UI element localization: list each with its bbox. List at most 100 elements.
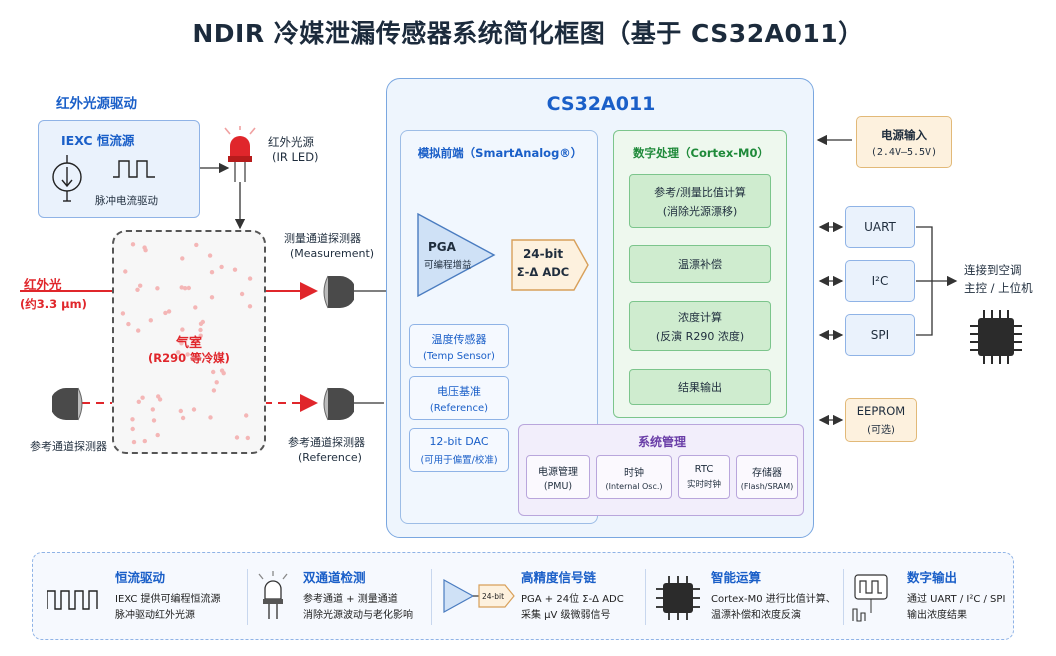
ir-light-wavelength: (约3.3 μm) xyxy=(20,297,87,311)
host-chip-icon xyxy=(970,310,1022,364)
gas-particle xyxy=(180,256,185,261)
ref-det-label-cn: 参考通道探测器 xyxy=(288,436,365,449)
gas-particle xyxy=(194,242,199,248)
legend-item-4: 智能运算 Cortex-M0 进行比值计算、 温漂补偿和浓度反演 xyxy=(711,567,836,624)
signal-chain-legend-icon: 24-bit xyxy=(443,579,515,613)
gas-particle xyxy=(156,394,161,399)
clock-line1: 时钟 xyxy=(624,467,644,479)
gas-particle xyxy=(176,350,181,355)
chamber-label: 气室 xyxy=(175,336,202,351)
gas-particle xyxy=(214,380,219,385)
gas-particle xyxy=(179,285,184,290)
digital-title: 数字处理（Cortex-M0） xyxy=(633,146,769,160)
pga-sub: 可编程增益 xyxy=(424,260,472,271)
gas-particle xyxy=(247,304,253,309)
pulse-wave-icon xyxy=(113,160,155,178)
gas-particle xyxy=(209,270,215,275)
step-output: 结果输出 xyxy=(629,369,771,405)
gas-particle xyxy=(136,328,141,333)
dac-sub: (可用于偏置/校准) xyxy=(420,454,498,466)
i2c-label: I²C xyxy=(871,274,889,288)
gas-particle xyxy=(219,264,224,270)
legend-panel: 恒流驱动 IEXC 提供可编程恒流源 脉冲驱动红外光源 双通道检测 参考通道 +… xyxy=(32,552,1014,640)
gas-particle xyxy=(155,286,160,291)
gas-particle xyxy=(207,253,213,258)
legend-badge: 24-bit xyxy=(482,592,504,601)
gas-particle xyxy=(130,242,136,247)
gas-particle xyxy=(126,321,131,327)
gas-particle xyxy=(163,310,168,316)
legend-item-5: 数字输出 通过 UART / I²C / SPI 输出浓度结果 xyxy=(907,567,1005,624)
gas-particle xyxy=(245,435,250,441)
led-legend-icon xyxy=(258,571,288,619)
meas-det-label-en: (Measurement) xyxy=(290,247,375,260)
left-ref-det-label: 参考通道探测器 xyxy=(30,440,107,453)
temp-sensor-block: 温度传感器 (Temp Sensor) xyxy=(409,324,509,368)
legend-1-line1: IEXC 提供可编程恒流源 xyxy=(115,594,221,605)
digital-output-legend-icon xyxy=(852,574,888,622)
gas-particle xyxy=(239,291,245,297)
gas-particle xyxy=(232,267,238,272)
gas-particle xyxy=(182,286,188,291)
legend-3-line1: PGA + 24位 Σ-Δ ADC xyxy=(521,594,624,605)
dac-title: 12-bit DAC xyxy=(429,434,489,448)
gas-particle xyxy=(200,319,205,325)
power-input-box: 电源输入 (2.4V–5.5V) xyxy=(856,116,952,168)
rtc-line2: 实时时钟 xyxy=(686,480,721,490)
gas-particle xyxy=(211,388,217,393)
i2c-block: I²C xyxy=(845,260,915,302)
measurement-detector-icon xyxy=(323,275,354,309)
vref-sub: (Reference) xyxy=(429,402,489,414)
gas-particle xyxy=(209,295,215,300)
ir-led-label-en: (IR LED) xyxy=(272,150,319,164)
gas-particle xyxy=(180,327,185,332)
eeprom-label: EEPROM xyxy=(856,404,906,418)
legend-5-line1: 通过 UART / I²C / SPI xyxy=(907,594,1006,605)
legend-2-line1: 参考通道 + 测量通道 xyxy=(303,594,398,605)
gas-particles xyxy=(120,242,253,445)
gas-particle xyxy=(142,245,147,250)
gas-particle xyxy=(130,417,135,422)
current-source-icon xyxy=(52,155,155,202)
step-3-line2: (反演 R290 浓度) xyxy=(655,329,745,343)
clock-block: 时钟 (Internal Osc.) xyxy=(596,455,672,499)
gas-particle xyxy=(193,305,198,310)
gas-particle xyxy=(247,276,253,281)
vref-block: 电压基准 (Reference) xyxy=(409,376,509,420)
gas-particle xyxy=(185,352,190,357)
left-reference-detector-icon xyxy=(52,387,83,421)
sys-title: 系统管理 xyxy=(637,435,686,449)
gas-particle xyxy=(166,309,172,314)
spi-label: SPI xyxy=(870,328,890,342)
reference-detector-icon xyxy=(323,387,354,421)
legend-4-line2: 温漂补偿和浓度反演 xyxy=(711,610,801,621)
legend-3-title: 高精度信号链 xyxy=(521,570,597,585)
memory-line2: (Flash/SRAM) xyxy=(740,481,794,491)
step-4-line1: 结果输出 xyxy=(678,381,722,394)
gas-particle xyxy=(142,438,147,444)
gas-particle xyxy=(178,338,183,344)
host-line2: 主控 / 上位机 xyxy=(964,281,1033,295)
gas-particle xyxy=(140,395,145,400)
gas-particle xyxy=(219,368,225,373)
spi-block: SPI xyxy=(845,314,915,356)
uart-label: UART xyxy=(864,220,896,234)
step-1-line2: (消除光源漂移) xyxy=(662,204,738,218)
gas-particle xyxy=(180,415,186,421)
vref-title: 电压基准 xyxy=(437,384,481,398)
ref-det-label-en: (Reference) xyxy=(298,451,362,464)
pulse-legend-icon xyxy=(47,590,98,610)
power-range: (2.4V–5.5V) xyxy=(870,146,938,158)
gas-particle xyxy=(150,407,155,412)
gas-particle xyxy=(135,287,140,292)
gas-particle xyxy=(211,369,216,375)
dac-block: 12-bit DAC (可用于偏置/校准) xyxy=(409,428,509,472)
rtc-line1: RTC xyxy=(694,464,714,475)
adc-sub: Σ-Δ ADC xyxy=(516,265,570,279)
pga-title: PGA xyxy=(428,240,456,254)
gas-particle xyxy=(131,439,137,445)
gas-particle xyxy=(198,327,203,333)
pulse-label: 脉冲电流驱动 xyxy=(95,195,158,207)
gas-particle xyxy=(136,399,141,404)
gas-particle xyxy=(178,408,183,414)
